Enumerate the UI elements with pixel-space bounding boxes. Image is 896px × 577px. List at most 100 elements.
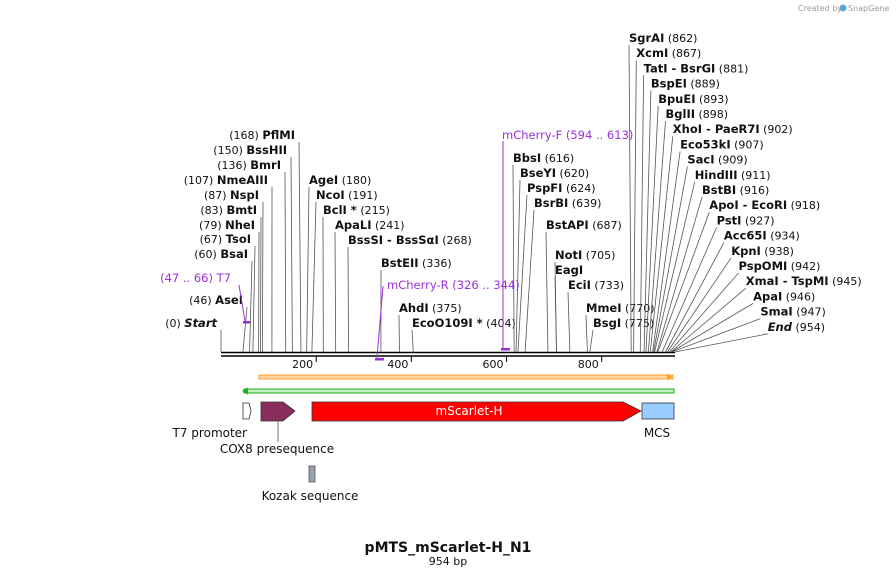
- site-nspi-l6[interactable]: (87) NspI: [204, 188, 264, 353]
- feature-shape: [260, 401, 296, 422]
- site-connector: [347, 246, 349, 353]
- site-eco53ki-r7[interactable]: Eco53kI (907): [652, 137, 764, 353]
- site-bmri-l8[interactable]: (136) BmrI: [217, 158, 287, 353]
- site-bcli-m2[interactable]: BclI * (215): [322, 203, 390, 353]
- site-label: NcoI (191): [316, 188, 378, 202]
- site-bsgi-m17[interactable]: BsgI (775): [589, 316, 654, 353]
- feature-label: COX8 presequence: [220, 442, 334, 456]
- feature-kozak-sequence[interactable]: Kozak sequence: [262, 465, 359, 503]
- site-mmei-m16[interactable]: MmeI (770): [585, 301, 655, 353]
- site-apai-r17[interactable]: ApaI (946): [670, 289, 815, 353]
- site-connector: [670, 287, 747, 353]
- site-connector: [670, 303, 754, 353]
- feature-mcs[interactable]: MCS: [641, 402, 675, 440]
- site-eagi-m14[interactable]: EagI: [554, 263, 583, 353]
- site-label: KpnI (938): [731, 244, 794, 258]
- site-connector: [639, 75, 644, 353]
- site-label: BsgI (775): [593, 316, 654, 330]
- site-connector: [260, 216, 262, 353]
- site-connector: [411, 329, 414, 353]
- site-connector: [654, 181, 696, 353]
- site-label: (168) PflMI: [229, 128, 295, 142]
- site-connector: [515, 179, 521, 353]
- site-apoi-r11[interactable]: ApoI - EcoRI (918): [657, 198, 820, 353]
- site-bsai-l2[interactable]: (60) BsaI: [194, 247, 253, 353]
- site-agei-m0[interactable]: AgeI (180): [306, 173, 372, 353]
- site-bbsi-m8[interactable]: BbsI (616): [512, 151, 574, 353]
- site-xhoi-r6[interactable]: XhoI - PaeR7I (902): [649, 122, 793, 353]
- site-connector: [249, 260, 253, 353]
- site-connector: [643, 90, 652, 353]
- feature-t7-promoter[interactable]: T7 promoter: [172, 402, 252, 440]
- site-nhei-l4[interactable]: (79) NheI: [199, 218, 260, 353]
- site-bseyi-m9[interactable]: BseYI (620): [515, 166, 589, 353]
- site-smai-r18[interactable]: SmaI (947): [671, 305, 826, 353]
- site-label: EcoO109I * (404): [412, 316, 516, 330]
- site-ecoo109i-m7[interactable]: EcoO109I * (404): [411, 316, 516, 353]
- site-label: PspOMI (942): [739, 259, 821, 273]
- site-bspei-r3[interactable]: BspEI (889): [643, 77, 720, 353]
- feature-mscarlet-h[interactable]: mScarlet-H: [311, 401, 642, 422]
- site-bstbi-r10[interactable]: BstBI (916): [656, 183, 769, 353]
- site-connector: [311, 201, 317, 353]
- credit-prefix: Created by: [798, 4, 842, 13]
- site-ahdi-m6[interactable]: AhdI (375): [398, 301, 462, 353]
- snapgene-logo-icon: [839, 4, 847, 12]
- site-nmeaiii-l7[interactable]: (107) NmeAIII: [184, 173, 273, 353]
- primer-label: mCherry-F (594 .. 613): [502, 128, 633, 142]
- site-label: XmaI - TspMI (945): [746, 274, 862, 288]
- site-connector: [298, 141, 302, 353]
- site-label: PstI (927): [717, 213, 775, 227]
- feature-label: T7 promoter: [172, 426, 248, 440]
- site-kpni-r14[interactable]: KpnI (938): [667, 244, 794, 353]
- site-apali-m3[interactable]: ApaLI (241): [334, 218, 405, 353]
- site-connector: [306, 186, 310, 353]
- site-asei-l1[interactable]: (46) AseI: [189, 293, 248, 353]
- site-bmti-l5[interactable]: (83) BmtI: [200, 203, 262, 353]
- feature-shape: [242, 402, 252, 420]
- site-pspfi-m10[interactable]: PspFI (624): [517, 181, 596, 353]
- site-pspomi-r15[interactable]: PspOMI (942): [668, 259, 821, 353]
- site-end-r19[interactable]: End (954): [674, 320, 825, 353]
- primer-t7[interactable]: (47 .. 66) T7: [160, 271, 250, 324]
- site-pflmi-l10[interactable]: (168) PflMI: [229, 128, 302, 353]
- site-label: BbsI (616): [513, 151, 574, 165]
- site-label: (150) BssHII: [213, 143, 287, 157]
- site-label: SacI (909): [687, 153, 747, 167]
- site-psti-r12[interactable]: PstI (927): [661, 213, 775, 353]
- site-tati-r2[interactable]: TatI - BsrGI (881): [639, 61, 748, 353]
- site-label: End (954): [768, 320, 825, 334]
- primer-mcherry-f[interactable]: mCherry-F (594 .. 613): [501, 128, 633, 351]
- feature-shape: [641, 402, 675, 420]
- orf-reverse-bar: [243, 388, 675, 394]
- site-connector: [554, 276, 557, 353]
- site-ecii-m15[interactable]: EciI (733): [567, 278, 624, 353]
- tick-label-400: 400: [387, 358, 408, 371]
- primer-connector: [376, 285, 384, 359]
- site-label: (60) BsaI: [194, 247, 248, 261]
- site-acc65i-r13[interactable]: Acc65I (934): [665, 229, 800, 353]
- site-start-l0[interactable]: (0) Start: [165, 316, 222, 352]
- tick-label-800: 800: [578, 358, 599, 371]
- site-connector: [290, 156, 293, 353]
- site-bglii-r5[interactable]: BglII (898): [647, 107, 728, 353]
- feature-cox8-presequence[interactable]: COX8 presequence: [220, 401, 334, 456]
- site-xcmi-r1[interactable]: XcmI (867): [633, 46, 702, 353]
- site-sgrai-r0[interactable]: SgrAI (862): [628, 31, 697, 353]
- site-bpuei-r4[interactable]: BpuEI (893): [645, 92, 729, 353]
- site-ncoi-m1[interactable]: NcoI (191): [311, 188, 378, 353]
- site-bsshii-l9[interactable]: (150) BssHII: [213, 143, 293, 353]
- site-bstapi-m12[interactable]: BstAPI (687): [545, 218, 622, 353]
- site-bsssi-m4[interactable]: BssSI - BssSαI (268): [347, 233, 472, 353]
- site-hindiii-r9[interactable]: HindIII (911): [654, 168, 771, 353]
- site-label: (83) BmtI: [200, 203, 257, 217]
- site-bsrbi-m11[interactable]: BsrBI (639): [524, 196, 601, 353]
- site-saci-r8[interactable]: SacI (909): [653, 153, 748, 353]
- site-xmai-r16[interactable]: XmaI - TspMI (945): [670, 274, 862, 353]
- site-tsoi-l3[interactable]: (67) TsoI: [200, 232, 256, 353]
- feature-shape: [308, 465, 316, 483]
